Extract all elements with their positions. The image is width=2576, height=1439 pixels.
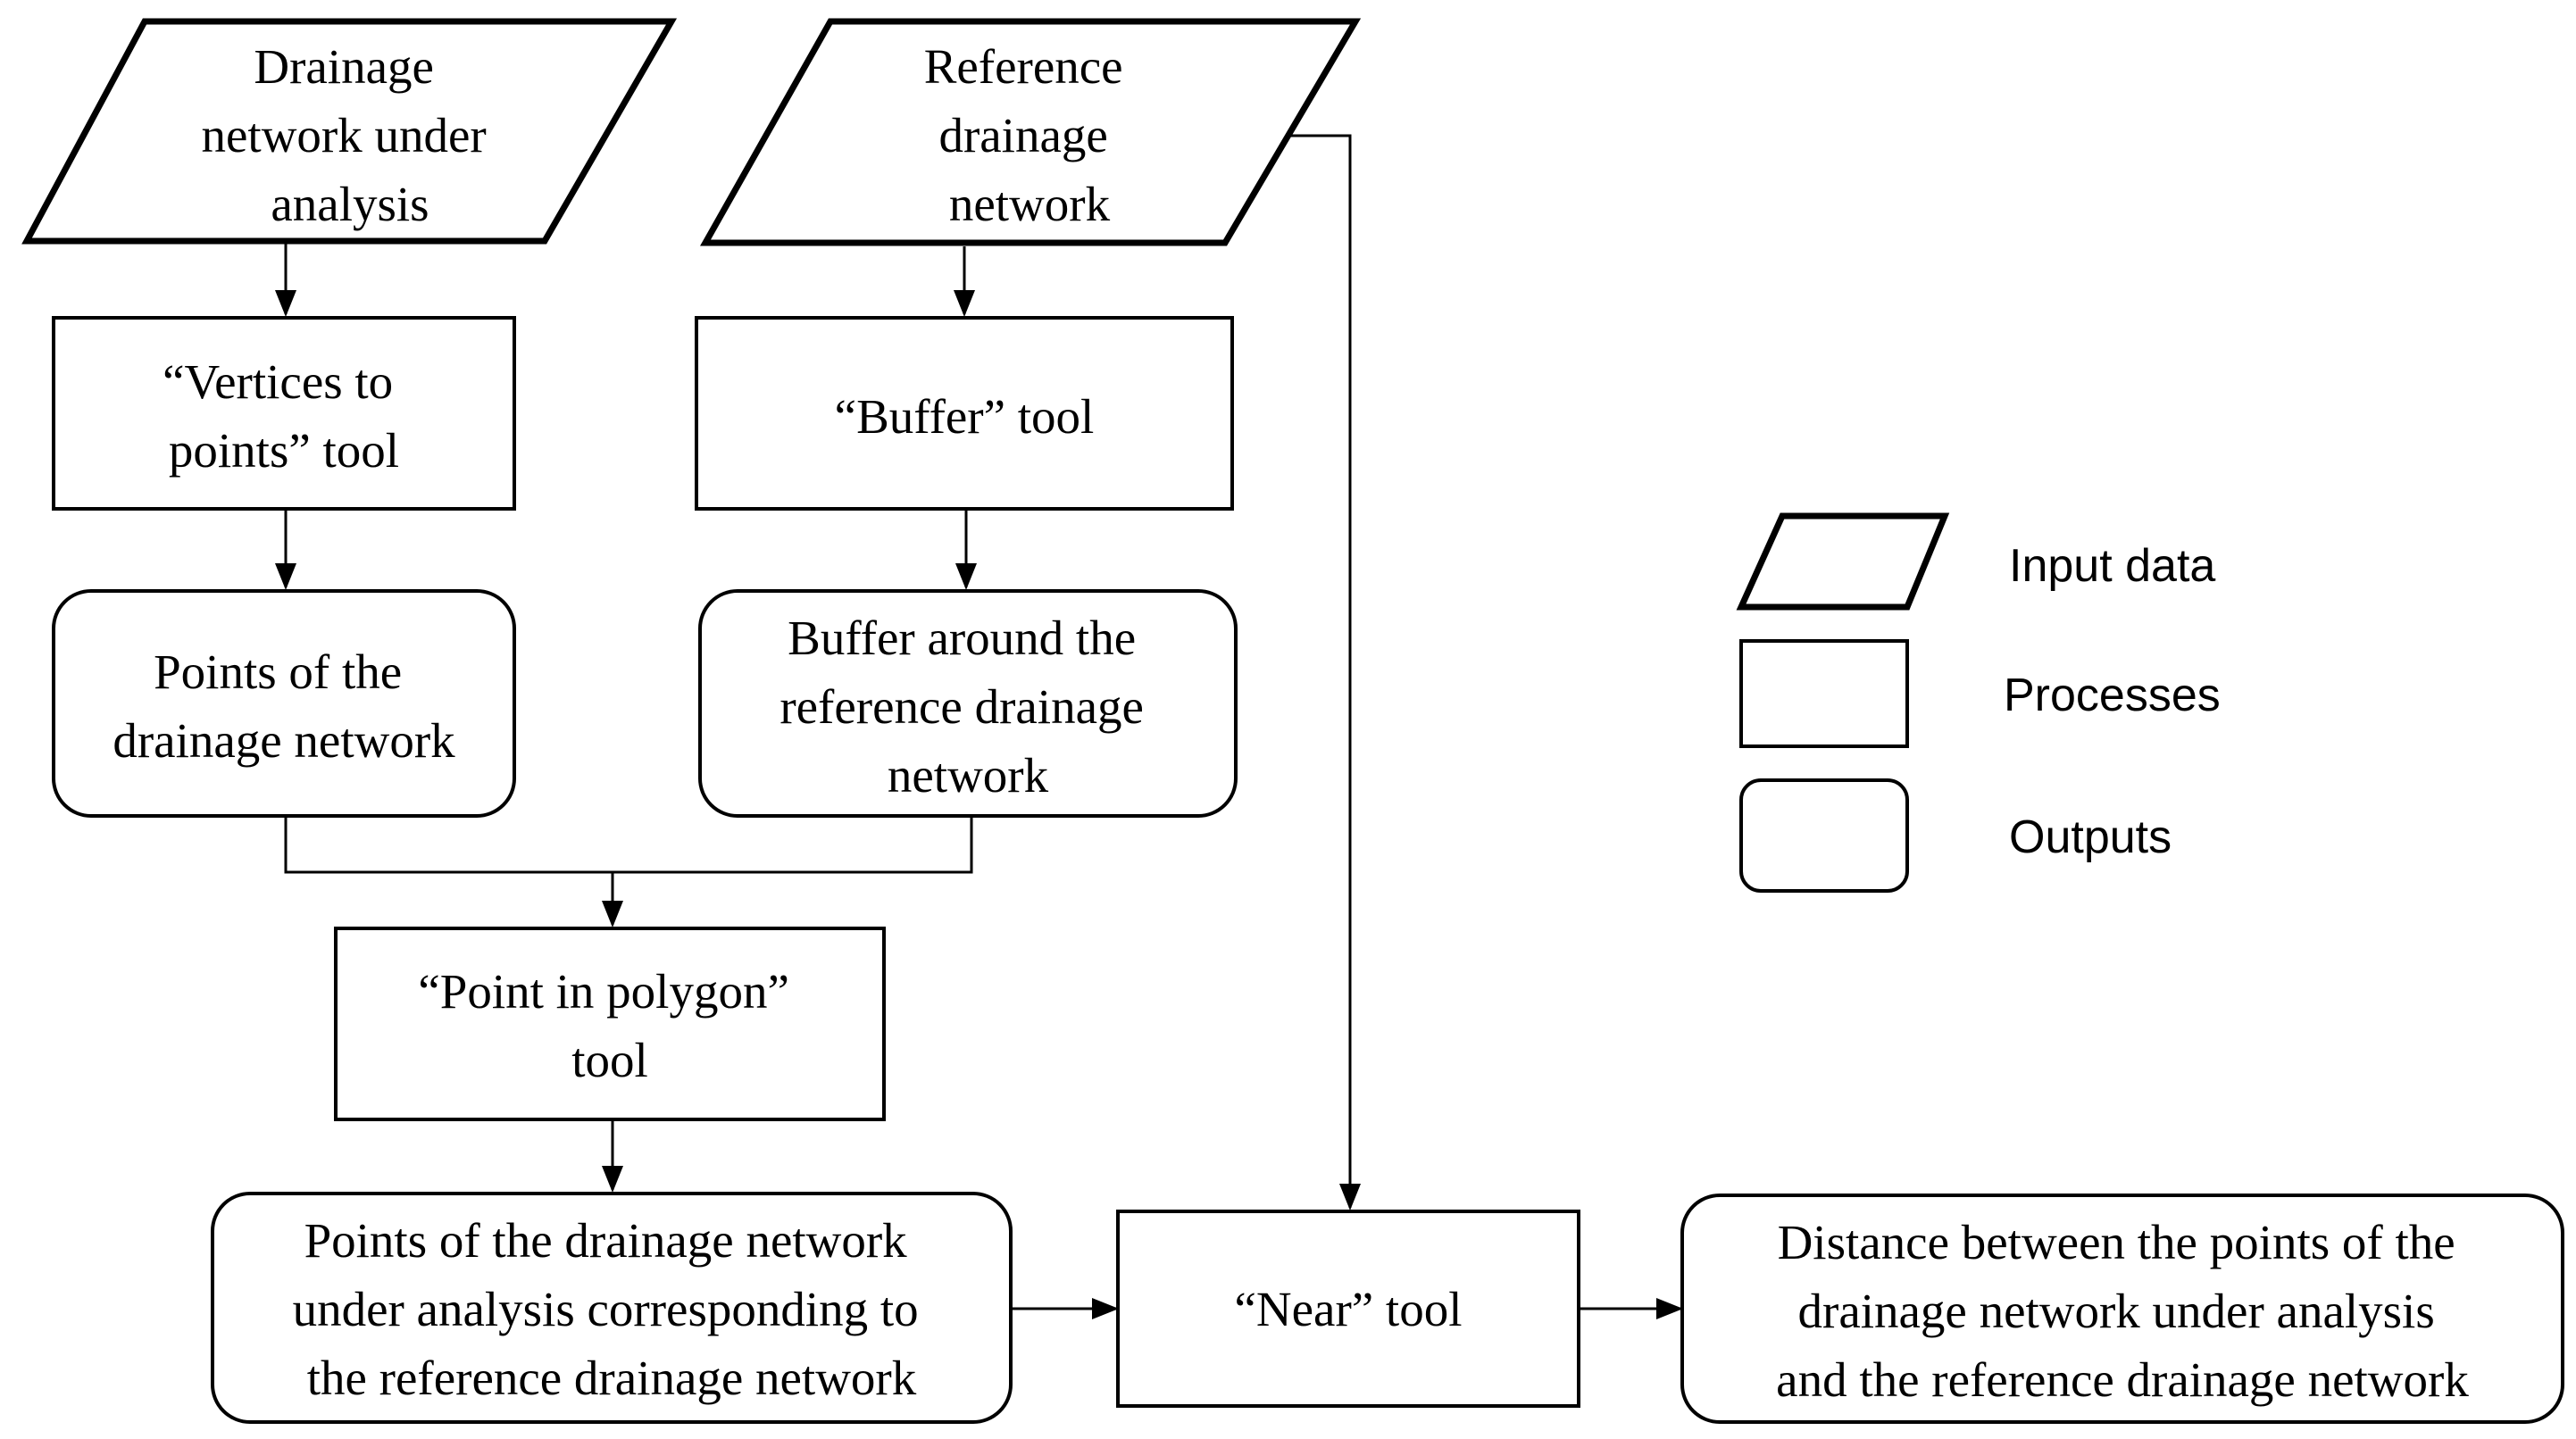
svg-text:“Vertices to points” too: “Vertices to points” tool bbox=[163, 354, 405, 478]
svg-text:Points of the drainage network: Points of the drainage network under ana… bbox=[293, 1213, 931, 1405]
point-in-polygon-tool: “Point in polygon” tool bbox=[334, 927, 886, 1121]
svg-text:“Buffer” tool: “Buffer” tool bbox=[835, 389, 1095, 444]
svg-text:Buffer around the refere: Buffer around the reference drainage net… bbox=[779, 611, 1155, 803]
svg-text:Points of the drainage n: Points of the drainage network bbox=[113, 645, 455, 768]
node-line: the reference drainage network bbox=[307, 1351, 917, 1405]
node-line: points” tool bbox=[169, 423, 399, 478]
merge-line bbox=[284, 818, 973, 874]
connectors bbox=[275, 134, 1683, 1319]
node-line: “Near” tool bbox=[1235, 1282, 1463, 1336]
buffer-around-reference-output: Buffer around the reference drainage net… bbox=[698, 589, 1238, 818]
points-of-drainage-network-output: Points of the drainage network bbox=[52, 589, 516, 818]
node-line: network bbox=[888, 748, 1049, 803]
drainage-network-input: Drainage network under analysis bbox=[21, 18, 678, 245]
arrow-reference-to-near bbox=[1289, 134, 1361, 1210]
node-line: Points of the bbox=[154, 645, 402, 699]
near-tool: “Near” tool bbox=[1116, 1210, 1580, 1408]
node-line: “Point in polygon” bbox=[418, 964, 789, 1019]
node-line: under analysis corresponding to bbox=[293, 1282, 919, 1336]
buffer-tool: “Buffer” tool bbox=[695, 316, 1234, 511]
node-line: analysis bbox=[271, 177, 429, 231]
legend-output-label: Outputs bbox=[2009, 811, 2172, 863]
svg-text:“Point in polygon” tool: “Point in polygon” tool bbox=[418, 964, 801, 1087]
legend-input-data: Input data bbox=[1736, 512, 2215, 611]
node-line: “Buffer” tool bbox=[835, 389, 1095, 444]
svg-text:Drainage network under: Drainage network under analysis bbox=[202, 39, 499, 231]
parallelogram-icon bbox=[1736, 512, 1950, 611]
node-line: reference drainage bbox=[779, 679, 1144, 734]
node-line: tool bbox=[571, 1033, 648, 1087]
node-line: drainage network bbox=[113, 713, 455, 768]
node-line: Buffer around the bbox=[788, 611, 1136, 665]
node-line: and the reference drainage network bbox=[1776, 1352, 2469, 1407]
node-line: Points of the drainage network bbox=[304, 1213, 908, 1268]
legend: Input data Processes Outputs bbox=[1736, 512, 2221, 893]
legend-outputs: Outputs bbox=[1739, 778, 2172, 893]
node-line: drainage network under analysis bbox=[1798, 1284, 2435, 1338]
node-line: drainage bbox=[938, 108, 1107, 162]
corresponding-points-output: Points of the drainage network under ana… bbox=[211, 1192, 1013, 1424]
distance-output: Distance between the points of the drain… bbox=[1680, 1194, 2564, 1424]
svg-text:“Near” tool: “Near” tool bbox=[1235, 1282, 1463, 1336]
svg-text:Reference drainage: Reference drainage network bbox=[924, 39, 1136, 231]
node-line: “Vertices to bbox=[163, 354, 393, 409]
node-line: Reference bbox=[924, 39, 1123, 94]
reference-network-input: Reference drainage network bbox=[700, 18, 1362, 246]
node-line: network bbox=[949, 177, 1111, 231]
legend-processes: Processes bbox=[1739, 639, 2221, 748]
svg-text:Distance between the points of: Distance between the points of the drain… bbox=[1776, 1215, 2469, 1407]
node-line: network under bbox=[202, 108, 487, 162]
node-line: Distance between the points of the bbox=[1778, 1215, 2455, 1269]
vertices-to-points-tool: “Vertices to points” tool bbox=[52, 316, 516, 511]
node-line: Drainage bbox=[254, 39, 434, 94]
legend-process-label: Processes bbox=[2004, 670, 2221, 721]
legend-input-label: Input data bbox=[2009, 540, 2215, 592]
rectangle-icon bbox=[1739, 639, 1909, 748]
rounded-rectangle-icon bbox=[1739, 778, 1909, 893]
